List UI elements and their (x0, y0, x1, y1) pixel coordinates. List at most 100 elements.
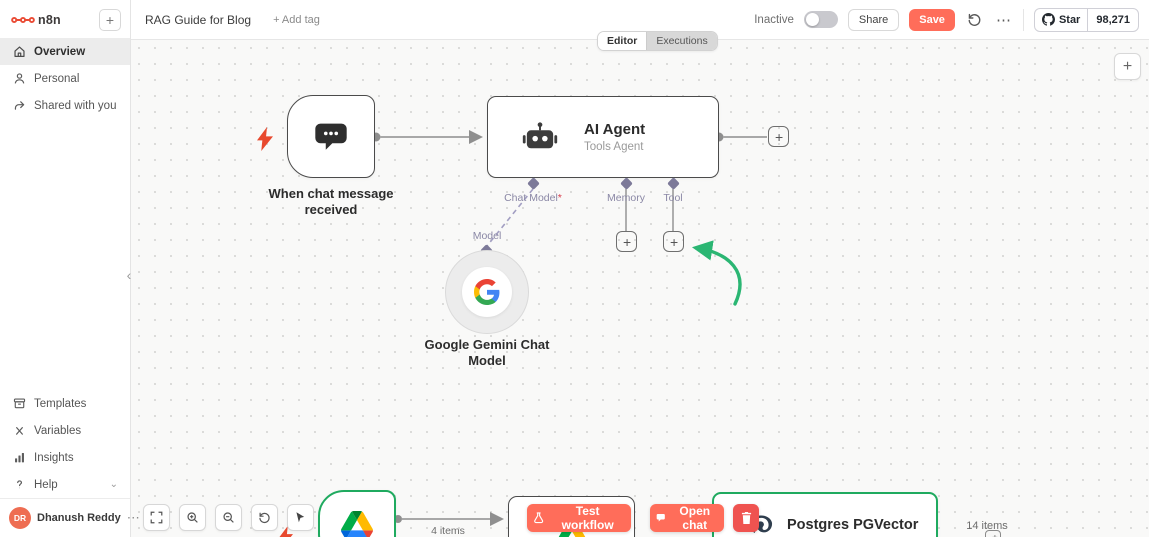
sidebar-item-overview[interactable]: Overview (0, 38, 130, 65)
sidebar-item-label: Insights (34, 451, 74, 464)
active-toggle[interactable] (803, 11, 838, 28)
agent-node-title: AI Agent (584, 121, 646, 138)
google-g-icon (474, 279, 500, 305)
sidebar-item-label: Templates (34, 397, 87, 410)
test-workflow-button[interactable]: Test workflow (527, 504, 631, 532)
sidebar-item-help[interactable]: Help ⌄ (0, 471, 130, 498)
test-workflow-label: Test workflow (561, 504, 614, 532)
fit-view-button[interactable] (143, 504, 170, 531)
home-icon (12, 45, 26, 58)
more-options-button[interactable]: ⋯ (994, 9, 1013, 31)
trash-icon (741, 511, 751, 525)
node-ai-agent[interactable]: AI Agent Tools Agent (487, 96, 719, 178)
selection-pointer-button[interactable] (287, 504, 314, 531)
chat-model-port[interactable] (527, 177, 540, 190)
templates-icon (12, 397, 26, 410)
avatar: DR (9, 507, 31, 529)
sidebar: n8n + Overview Personal Shared with you (0, 0, 140, 537)
postgres-icon (750, 515, 773, 533)
logo-text: n8n (38, 13, 61, 27)
chat-model-port-label: Chat Model* (504, 192, 562, 204)
workflow-canvas[interactable]: When chat message received AI Agent Tool… (131, 40, 1149, 537)
delete-button[interactable] (733, 504, 759, 532)
sidebar-item-variables[interactable]: Variables (0, 417, 130, 444)
gemini-node-label: Google Gemini Chat Model (424, 337, 550, 369)
chevron-down-icon: ⌄ (109, 479, 118, 490)
pointer-icon (296, 512, 305, 523)
undo-icon (259, 512, 270, 524)
drive-items-count: 4 items (431, 525, 465, 537)
google-drive-icon (341, 510, 373, 537)
insights-chart-icon (12, 451, 26, 464)
add-memory-button[interactable]: + (616, 231, 637, 252)
history-button[interactable] (965, 10, 984, 29)
sidebar-item-insights[interactable]: Insights (0, 444, 130, 471)
star-count: 98,271 (1087, 8, 1138, 31)
sidebar-collapse-handle[interactable]: ‹ (126, 267, 132, 283)
zoom-in-button[interactable] (179, 504, 206, 531)
share-arrow-icon (12, 99, 26, 112)
help-icon (12, 478, 26, 491)
github-icon (1041, 13, 1055, 26)
memory-port-label: Memory (607, 192, 645, 204)
sidebar-item-label: Personal (34, 72, 80, 85)
undo-button[interactable] (251, 504, 278, 531)
new-workflow-button[interactable]: + (99, 9, 121, 31)
n8n-logo-icon (11, 16, 35, 24)
chat-icon (656, 514, 665, 522)
sidebar-item-label: Variables (34, 424, 82, 437)
open-chat-label: Open chat (679, 504, 711, 532)
flask-icon (534, 512, 544, 524)
add-tool-button[interactable]: + (663, 231, 684, 252)
share-button[interactable]: Share (847, 8, 900, 31)
github-star-widget[interactable]: Star 98,271 (1033, 7, 1139, 32)
workflow-title[interactable]: RAG Guide for Blog (145, 12, 252, 27)
node-google-drive-trigger[interactable] (318, 490, 396, 537)
postgres-node-title: Postgres PGVector (787, 517, 919, 533)
sidebar-item-label: Overview (34, 45, 86, 58)
open-chat-button[interactable]: Open chat (650, 504, 724, 532)
zoom-in-icon (187, 512, 198, 523)
model-port-label: Model (472, 230, 502, 242)
active-state-label: Inactive (754, 13, 794, 26)
trigger-node-label: When chat message received (268, 186, 394, 218)
fit-view-icon (150, 511, 163, 524)
add-tag-button[interactable]: + Add tag (273, 13, 320, 26)
user-icon (12, 72, 26, 85)
node-google-gemini-chat-model[interactable] (445, 250, 529, 334)
node-when-chat-message-received[interactable] (287, 95, 375, 178)
tab-executions[interactable]: Executions (646, 32, 717, 50)
postgres-items-count: 14 items (966, 520, 1008, 532)
sidebar-bottom: Templates Variables Insights Help (0, 390, 140, 537)
tool-port[interactable] (667, 177, 680, 190)
header-divider (1022, 8, 1024, 31)
save-button[interactable]: Save (909, 8, 955, 31)
user-options-icon[interactable]: ⋯ (126, 510, 140, 525)
sidebar-item-templates[interactable]: Templates (0, 390, 130, 417)
memory-port[interactable] (620, 177, 633, 190)
required-asterisk: * (557, 192, 562, 204)
editor-tabs: Editor Executions (597, 31, 718, 51)
tab-editor[interactable]: Editor (598, 32, 647, 50)
trigger-bolt-icon (257, 127, 273, 156)
star-label: Star (1058, 13, 1081, 26)
sidebar-item-label: Shared with you (34, 99, 117, 112)
n8n-logo[interactable]: n8n (11, 13, 61, 27)
postgres-add-button[interactable]: + (985, 530, 1001, 537)
sidebar-item-personal[interactable]: Personal (0, 65, 130, 92)
port-label-text: Chat Model (504, 192, 558, 204)
sidebar-nav: Overview Personal Shared with you (0, 38, 130, 119)
variables-icon (12, 424, 26, 437)
add-node-button[interactable]: + (1114, 53, 1141, 80)
agent-output-add-button[interactable]: + (768, 126, 789, 147)
user-menu-row[interactable]: DR Dhanush Reddy ⋯ (0, 498, 140, 537)
agent-node-subtitle: Tools Agent (584, 141, 644, 153)
chat-trigger-icon (315, 123, 347, 150)
user-name: Dhanush Reddy (37, 512, 121, 524)
zoom-out-button[interactable] (215, 504, 242, 531)
bottom-trigger-bolt-icon (279, 526, 293, 537)
sidebar-item-label: Help (34, 478, 58, 491)
zoom-out-icon (223, 512, 234, 523)
history-icon (968, 13, 981, 26)
sidebar-item-shared-with-you[interactable]: Shared with you (0, 92, 130, 119)
